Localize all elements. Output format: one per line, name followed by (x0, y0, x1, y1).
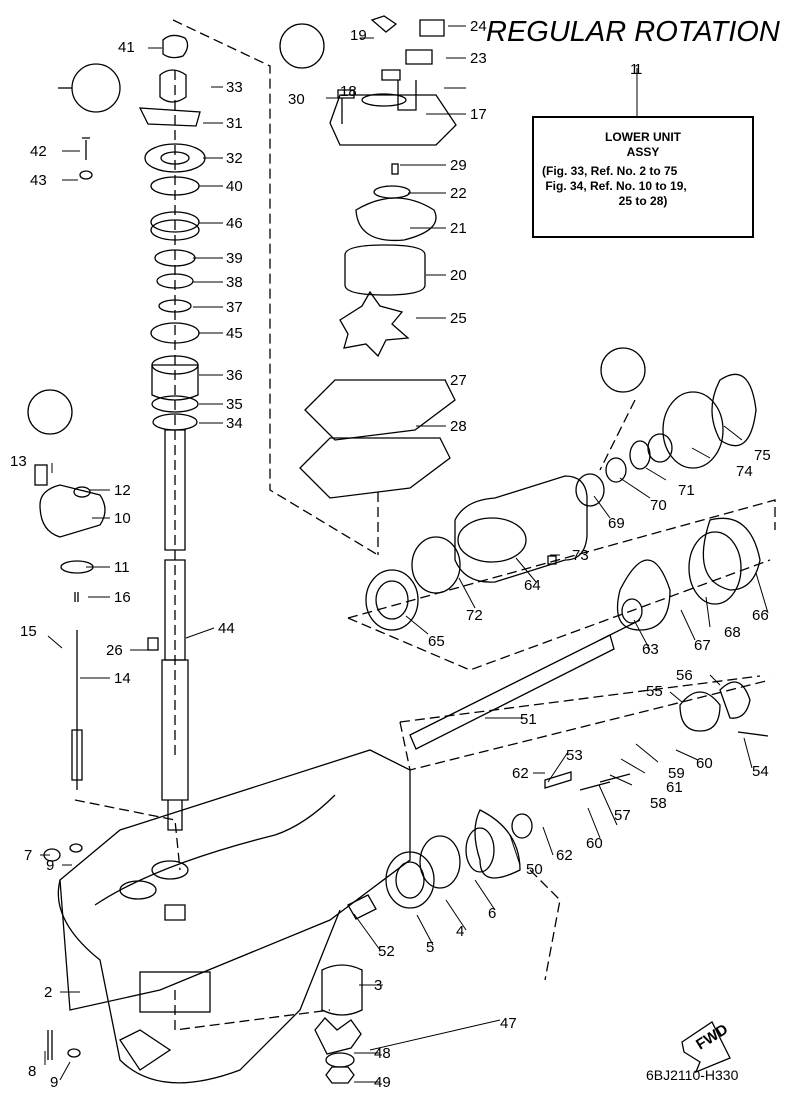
part-callout-6: 6 (488, 905, 496, 922)
part-callout-38: 38 (226, 274, 243, 291)
part-callout-19: 19 (350, 27, 367, 44)
part-callout-52: 52 (378, 943, 395, 960)
part-callout-59: 59 (668, 765, 685, 782)
part-callout-74: 74 (736, 463, 753, 480)
part-callout-54: 54 (752, 763, 769, 780)
part-callout-70: 70 (650, 497, 667, 514)
part-callout-27: 27 (450, 372, 467, 389)
part-callout-18: 18 (340, 83, 357, 100)
assembly-info-box: LOWER UNIT ASSY (Fig. 33, Ref. No. 2 to … (532, 116, 754, 238)
part-callout-3: 3 (374, 977, 382, 994)
part-callout-17: 17 (470, 106, 487, 123)
part-callout-55: 55 (646, 683, 663, 700)
part-callout-44: 44 (218, 620, 235, 637)
part-callout-8: 8 (28, 1063, 36, 1080)
part-callout-62: 62 (512, 765, 529, 782)
part-callout-33: 33 (226, 79, 243, 96)
part-callout-46: 46 (226, 215, 243, 232)
part-callout-7: 7 (24, 847, 32, 864)
part-callout-21: 21 (450, 220, 467, 237)
part-callout-50: 50 (526, 861, 543, 878)
part-callout-9: 9 (46, 857, 54, 874)
part-callout-12: 12 (114, 482, 131, 499)
part-callout-42: 42 (30, 143, 47, 160)
part-callout-37: 37 (226, 299, 243, 316)
part-callout-66: 66 (752, 607, 769, 624)
part-callout-65: 65 (428, 633, 445, 650)
part-callout-20: 20 (450, 267, 467, 284)
part-callout-64: 64 (524, 577, 541, 594)
part-callout-56: 56 (676, 667, 693, 684)
assembly-name-line1: LOWER UNIT (605, 130, 681, 144)
part-callout-4: 4 (456, 923, 464, 940)
part-callout-16: 16 (114, 589, 131, 606)
part-callout-62: 62 (556, 847, 573, 864)
part-callout-31: 31 (226, 115, 243, 132)
part-callout-53: 53 (566, 747, 583, 764)
part-callout-13: 13 (10, 453, 27, 470)
part-callout-28: 28 (450, 418, 467, 435)
part-callout-29: 29 (450, 157, 467, 174)
part-callout-1: 1 (630, 61, 638, 78)
part-callout-63: 63 (642, 641, 659, 658)
assembly-name-line2: ASSY (626, 145, 660, 159)
part-callout-22: 22 (450, 185, 467, 202)
part-callout-57: 57 (614, 807, 631, 824)
assembly-refs-line3: 25 to 28) (542, 194, 668, 208)
part-callout-26: 26 (106, 642, 123, 659)
assembly-refs-line1: (Fig. 33, Ref. No. 2 to 75 (542, 164, 678, 178)
part-callout-10: 10 (114, 510, 131, 527)
part-callout-68: 68 (724, 624, 741, 641)
part-callout-60: 60 (696, 755, 713, 772)
part-callout-67: 67 (694, 637, 711, 654)
diagram-code: 6BJ2110-H330 (646, 1067, 739, 1083)
part-callout-69: 69 (608, 515, 625, 532)
part-callout-11: 11 (114, 559, 130, 576)
part-callout-45: 45 (226, 325, 243, 342)
part-callout-14: 14 (114, 670, 131, 687)
part-callout-15: 15 (20, 623, 37, 640)
part-callout-2: 2 (44, 984, 52, 1001)
part-callout-58: 58 (650, 795, 667, 812)
part-callout-32: 32 (226, 150, 243, 167)
part-callout-61: 61 (666, 779, 683, 796)
part-callout-75: 75 (754, 447, 771, 464)
part-callout-71: 71 (678, 482, 695, 499)
part-callout-72: 72 (466, 607, 483, 624)
diagram-title: REGULAR ROTATION (486, 16, 780, 48)
part-callout-30: 30 (288, 91, 305, 108)
part-callout-51: 51 (520, 711, 537, 728)
part-callout-48: 48 (374, 1045, 391, 1062)
part-callout-73: 73 (572, 547, 589, 564)
part-callout-9: 9 (50, 1074, 58, 1091)
part-callout-23: 23 (470, 50, 487, 67)
part-callout-41: 41 (118, 39, 135, 56)
callout-1-assembly: 1 (634, 61, 642, 78)
part-callout-5: 5 (426, 939, 434, 956)
part-callout-49: 49 (374, 1074, 391, 1091)
part-callout-25: 25 (450, 310, 467, 327)
part-callout-35: 35 (226, 396, 243, 413)
assembly-refs-line2: Fig. 34, Ref. No. 10 to 19, (542, 179, 687, 193)
part-callout-43: 43 (30, 172, 47, 189)
part-callout-24: 24 (470, 18, 487, 35)
part-callout-47: 47 (500, 1015, 517, 1032)
part-callout-39: 39 (226, 250, 243, 267)
part-callout-34: 34 (226, 415, 243, 432)
part-callout-36: 36 (226, 367, 243, 384)
part-callout-40: 40 (226, 178, 243, 195)
part-callout-60: 60 (586, 835, 603, 852)
